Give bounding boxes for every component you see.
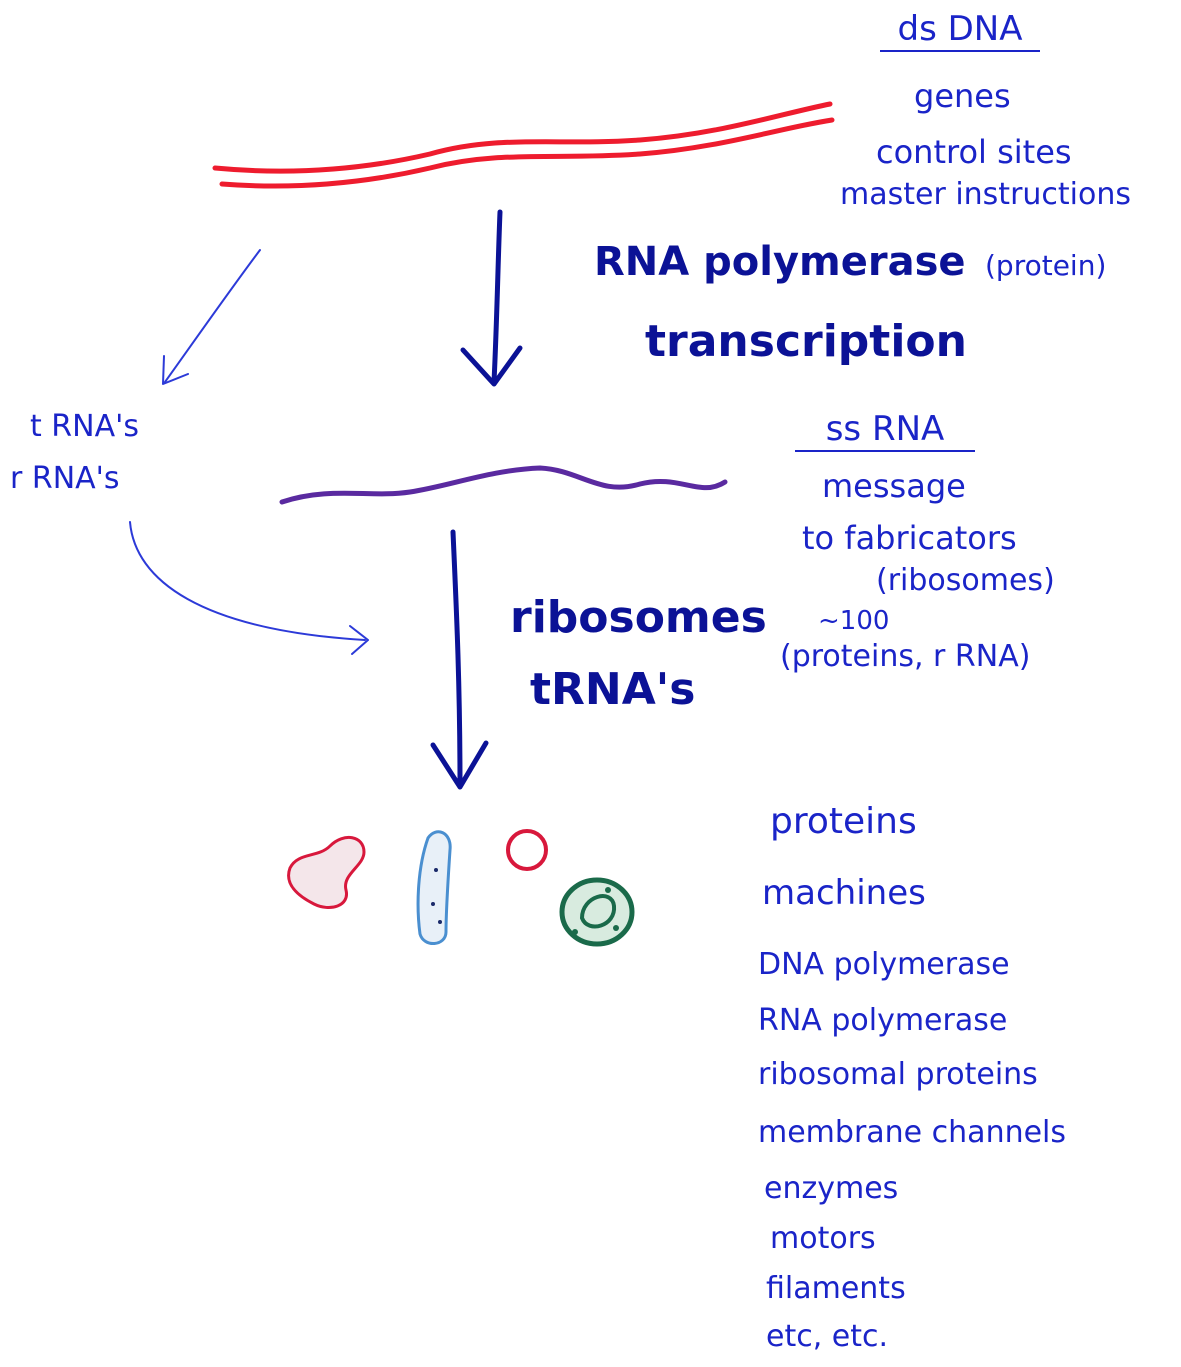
ssrna-title: ss RNA — [795, 412, 975, 452]
protein-example-etc: etc, etc. — [766, 1322, 888, 1352]
transcription-label: transcription — [645, 320, 967, 364]
ssrna-note-ribosomes: (ribosomes) — [876, 566, 1055, 596]
ribosomes-label: ribosomes — [510, 596, 767, 640]
protein-example-rna-polymerase: RNA polymerase — [758, 1006, 1007, 1036]
ssrna-note-message: message — [822, 470, 966, 502]
dsdna-note-genes: genes — [914, 80, 1011, 112]
dsdna-strands — [215, 104, 832, 186]
ssrna-note-fabricators: to fabricators — [802, 522, 1017, 554]
rna-polymerase-note: (protein) — [985, 252, 1106, 280]
dna-strand-bottom — [222, 120, 832, 186]
protein-example-filaments: filaments — [766, 1274, 906, 1304]
protein-example-motors: motors — [770, 1224, 876, 1254]
protein-example-ribosomal-proteins: ribosomal proteins — [758, 1060, 1038, 1090]
ssrna-strand — [282, 468, 725, 502]
dsdna-note-control-sites: control sites — [876, 136, 1072, 168]
trna-translation-label: tRNA's — [530, 668, 695, 712]
protein-example-enzymes: enzymes — [764, 1174, 898, 1204]
side-arrow-to-trna — [163, 250, 260, 384]
protein-example-dna-polymerase: DNA polymerase — [758, 950, 1010, 980]
side-arrow-to-ribosomes — [130, 522, 368, 654]
transcription-arrow — [463, 212, 520, 384]
rna-polymerase-label: RNA polymerase — [594, 242, 966, 282]
trna-side-label: t RNA's — [30, 412, 139, 442]
rrna-side-label: r RNA's — [10, 464, 120, 494]
ssrna-note-count: ~100 — [818, 608, 889, 634]
protein-blob-green — [562, 880, 632, 944]
dsdna-title: ds DNA — [880, 12, 1040, 52]
protein-blob-blue — [418, 832, 450, 944]
dsdna-note-master-instructions: master instructions — [840, 180, 1131, 210]
protein-example-membrane-channels: membrane channels — [758, 1118, 1066, 1148]
protein-blob-red-ring — [508, 831, 546, 869]
translation-arrow — [433, 532, 486, 787]
ssrna-note-composition: (proteins, r RNA) — [780, 642, 1030, 672]
machines-subheading: machines — [762, 876, 926, 910]
proteins-heading: proteins — [770, 804, 917, 840]
protein-blob-pink — [289, 837, 364, 907]
